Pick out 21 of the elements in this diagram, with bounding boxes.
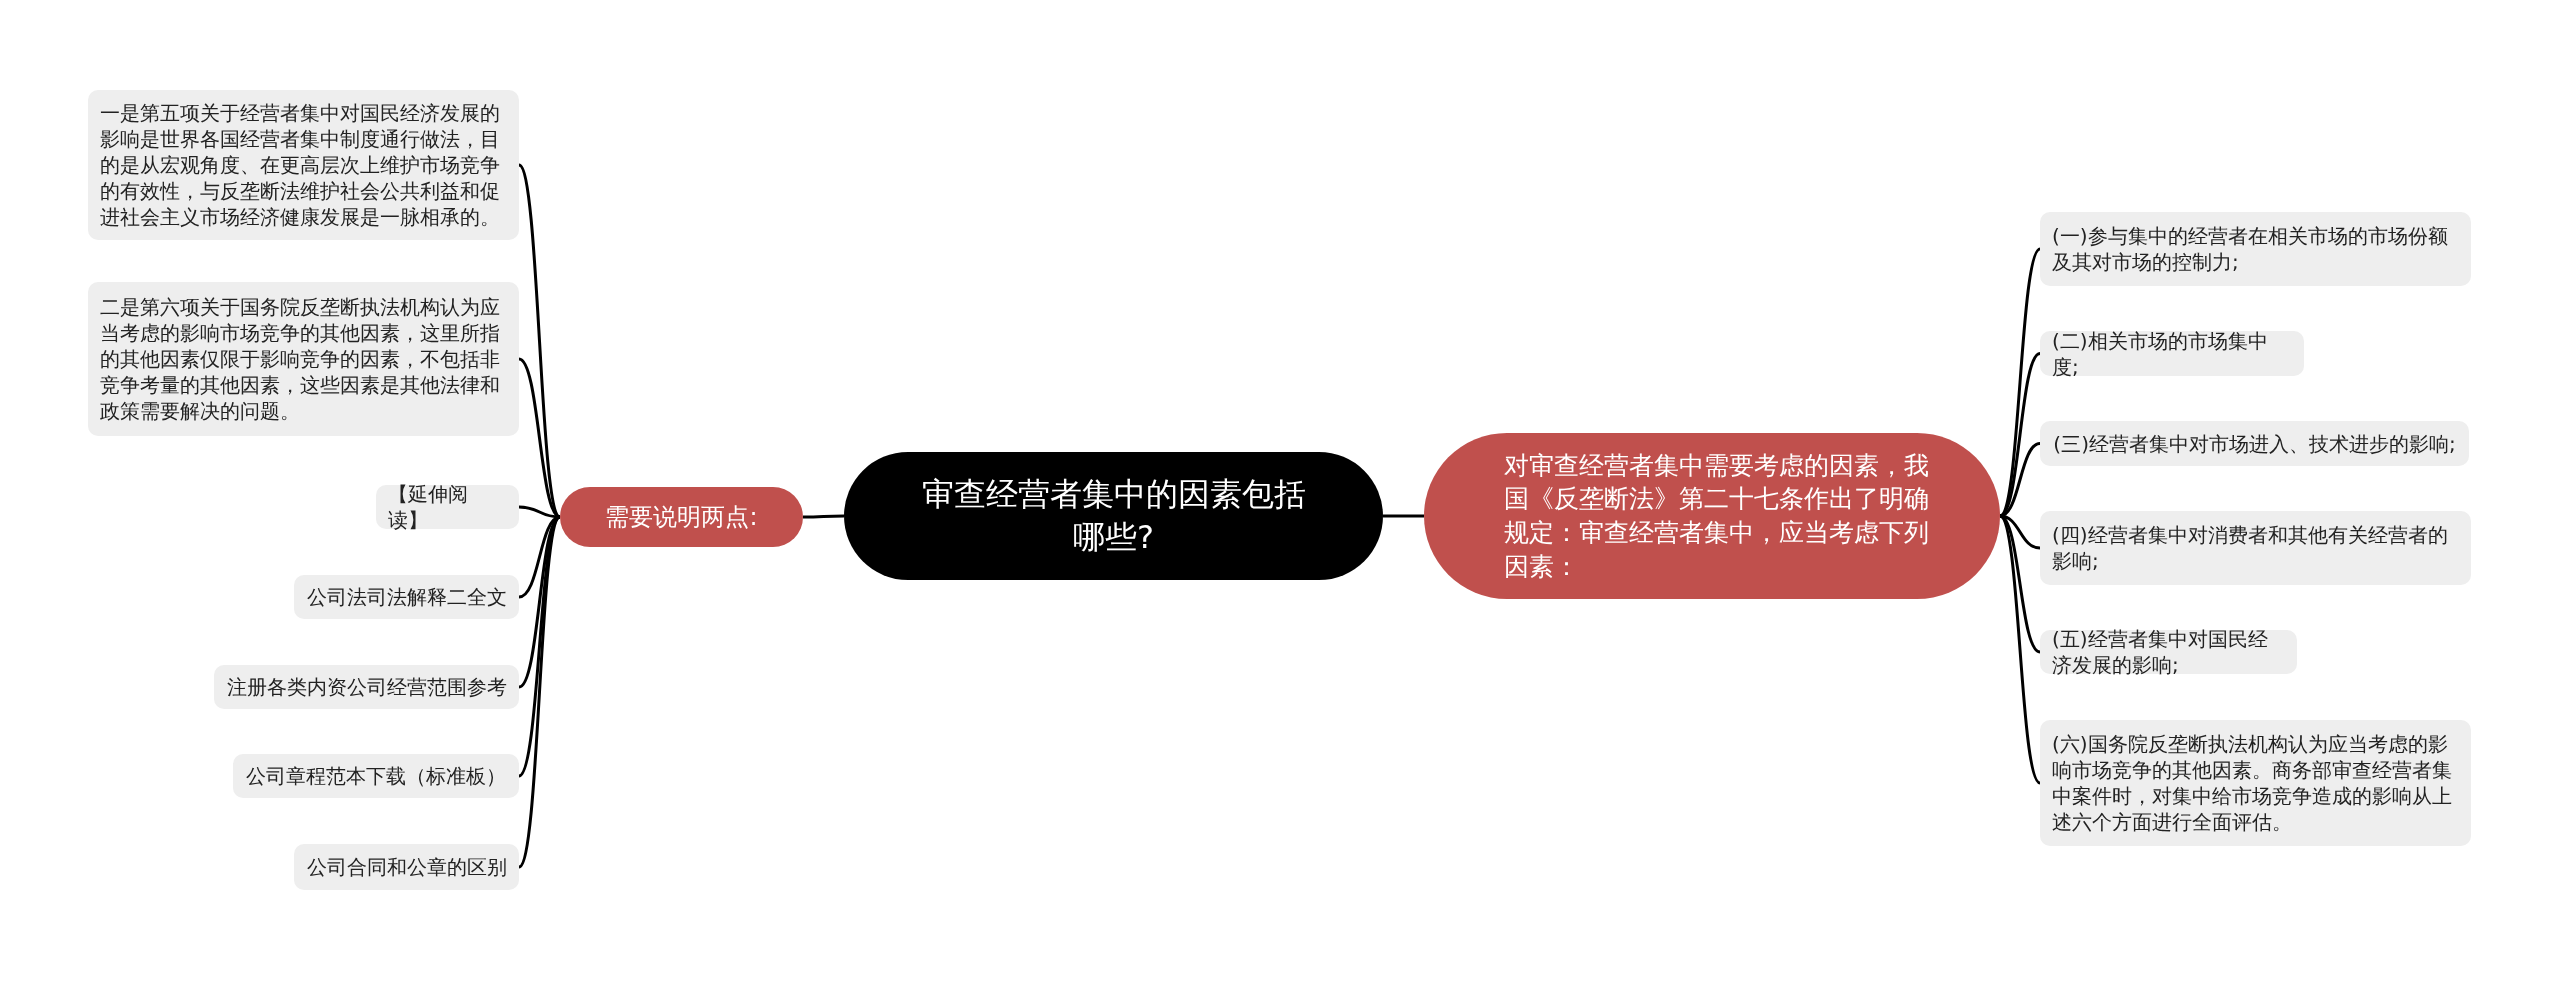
- connector-line: [803, 514, 844, 519]
- subtopic-box: 二是第六项关于国务院反垄断执法机构认为应当考虑的影响市场竞争的其他因素，这里所指的其他因素仅限于影响竞争的因素，不包括非竞争考量的其他因素，这些因素是其他法律和政策需要解决的问题。: [88, 282, 519, 436]
- subtopic-box: 公司法司法解释二全文: [294, 575, 519, 619]
- connector-line: [1383, 514, 1424, 518]
- subtopic-box: (六)国务院反垄断执法机构认为应当考虑的影响市场竞争的其他因素。商务部审查经营者集中案件时，对集中给市场竞争造成的影响从上述六个方面进行全面评估。: [2040, 720, 2471, 846]
- central-topic: 审查经营者集中的因素包括哪些?: [844, 452, 1383, 580]
- connector-line: [1998, 515, 2042, 784]
- subtopic-box: 公司章程范本下载（标准板）: [233, 754, 519, 798]
- subtopic-box: 一是第五项关于经营者集中对国民经济发展的影响是世界各国经营者集中制度通行做法，目的是从宏观角度、在更高层次上维护市场竞争的有效性，与反垄断法维护社会公共利益和促进社会主义市场经济健康发展是一脉相承的。: [88, 90, 519, 240]
- branch-topic: 需要说明两点:: [560, 487, 803, 547]
- subtopic-box: (四)经营者集中对消费者和其他有关经营者的影响;: [2040, 511, 2471, 585]
- subtopic-box: (三)经营者集中对市场进入、技术进步的影响;: [2040, 421, 2469, 466]
- subtopic-box: 注册各类内资公司经营范围参考: [214, 665, 519, 709]
- subtopic-box: (五)经营者集中对国民经济发展的影响;: [2040, 630, 2297, 674]
- connector-line: [517, 164, 562, 518]
- subtopic-box: 公司合同和公章的区别: [294, 844, 519, 890]
- connector-line: [517, 516, 562, 868]
- subtopic-box: (二)相关市场的市场集中度;: [2040, 331, 2304, 376]
- subtopic-box: 【延伸阅读】: [376, 485, 519, 529]
- subtopic-box: (一)参与集中的经营者在相关市场的市场份额及其对市场的控制力;: [2040, 212, 2471, 286]
- branch-topic: 对审查经营者集中需要考虑的因素，我国《反垄断法》第二十七条作出了明确规定：审查经营者集中，应当考虑下列因素：: [1424, 433, 2000, 599]
